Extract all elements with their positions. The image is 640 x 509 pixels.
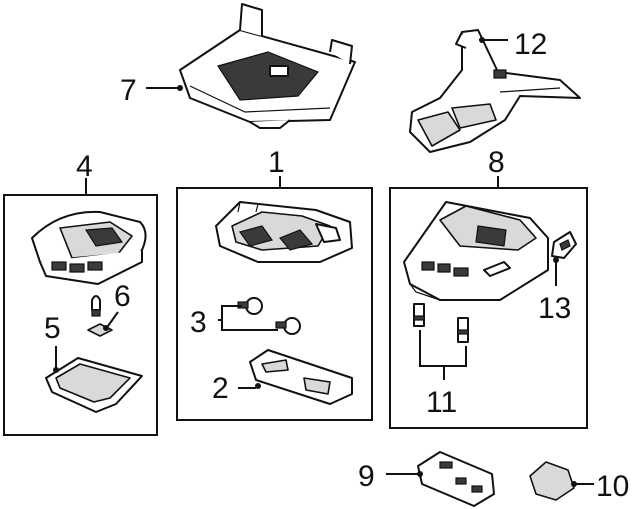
part-1-map-lamp-console: [215, 201, 353, 263]
callout-13: 13: [538, 292, 571, 325]
group-box-8: [389, 187, 588, 429]
callout-8: 8: [488, 146, 505, 179]
callout-4: 4: [76, 150, 93, 183]
part-12-headliner-bracket: [409, 29, 581, 153]
part-3-bulbs: [237, 297, 301, 335]
group-box-4: [3, 194, 158, 436]
part-10-cover: [529, 461, 575, 501]
callout-5: 5: [44, 312, 61, 345]
part-13-clip: [551, 231, 577, 259]
callout-3: 3: [190, 306, 207, 339]
part-5-lens: [45, 357, 143, 413]
part-2-lens: [249, 349, 353, 405]
callout-9: 9: [358, 460, 375, 493]
part-9-switch-panel: [417, 451, 495, 507]
callout-2: 2: [212, 372, 229, 405]
callout-1: 1: [268, 146, 285, 179]
callout-11: 11: [426, 386, 457, 419]
group-box-1: [176, 187, 373, 421]
callout-10: 10: [596, 470, 629, 503]
callout-6: 6: [114, 280, 131, 313]
part-4-overhead-console: [31, 210, 147, 285]
part-11-bulbs: [413, 303, 469, 343]
part-6-bulb: [87, 295, 113, 337]
callout-12: 12: [514, 28, 547, 61]
part-8-overhead-console: [403, 201, 549, 301]
part-7-console-bracket: [179, 3, 356, 129]
callout-7: 7: [120, 74, 137, 107]
leader-lines: [53, 37, 594, 487]
